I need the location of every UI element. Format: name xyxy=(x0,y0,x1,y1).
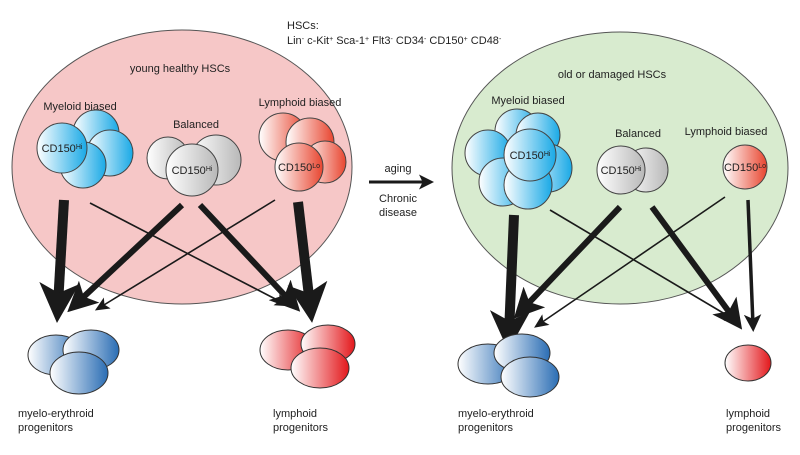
old-lymphoid-label: Lymphoid biased xyxy=(685,126,768,138)
header-title: HSCs: xyxy=(287,20,319,32)
marker-name: Sca-1 xyxy=(333,35,365,47)
old-myeloid-to-lymph-arrow xyxy=(549,209,740,323)
old-myelo-label-2: progenitors xyxy=(458,422,514,434)
old-myeloid-cluster xyxy=(464,108,573,210)
marker-name: CD150 xyxy=(426,35,463,47)
old-lymphoid-to-myelo-arrow xyxy=(534,196,726,328)
old-balanced-marker: CD150Hi xyxy=(601,165,642,177)
old-myeloid-to-myelo-arrow xyxy=(489,214,530,351)
old-differentiation-arrows xyxy=(489,196,762,351)
old-balanced-cluster xyxy=(596,145,669,195)
young-myelo-progenitors xyxy=(27,329,120,395)
marker-sign: - xyxy=(390,36,393,43)
aging-label: aging xyxy=(385,163,412,175)
old-lymphoid-to-lymph-arrow xyxy=(743,199,762,332)
marker-name: CD34 xyxy=(393,35,424,47)
young-myelo-label-1: myelo-erythroid xyxy=(18,408,94,420)
marker-name: Flt3 xyxy=(369,35,390,47)
old-lymphoid-marker: CD150Lo xyxy=(724,162,766,174)
young-myelo-label-2: progenitors xyxy=(18,422,74,434)
young-balanced-to-myelo-arrow xyxy=(67,202,185,313)
young-myeloid-label: Myeloid biased xyxy=(43,101,116,113)
cd150-text: CD150 xyxy=(510,150,544,162)
chronic-label: Chronic xyxy=(379,193,417,205)
cd150-level: Hi xyxy=(76,144,83,151)
cd150-level: Hi xyxy=(635,166,642,173)
cd150-text: CD150 xyxy=(601,165,635,177)
marker-sign: + xyxy=(329,36,333,43)
young-lymph-label-1: lymphoid xyxy=(273,408,317,420)
cd150-text: CD150 xyxy=(724,162,758,174)
cd150-level: Lo xyxy=(312,163,320,170)
marker-name: c-Kit xyxy=(304,35,329,47)
young-balanced-label: Balanced xyxy=(173,119,219,131)
disease-label: disease xyxy=(379,207,417,219)
young-balanced-marker: CD150Hi xyxy=(172,165,213,177)
cd150-text: CD150 xyxy=(278,162,312,174)
marker-sign: + xyxy=(365,36,369,43)
marker-name: Lin xyxy=(287,35,302,47)
young-myeloid-marker: CD150Hi xyxy=(42,143,83,155)
young-balanced-cluster xyxy=(146,134,242,197)
young-pool-title: young healthy HSCs xyxy=(130,63,231,75)
young-lymph-label-2: progenitors xyxy=(273,422,329,434)
old-myelo-label-1: myelo-erythroid xyxy=(458,408,534,420)
young-lymphoid-marker: CD150Lo xyxy=(278,162,320,174)
marker-sign: - xyxy=(302,36,305,43)
young-lymph-progenitors xyxy=(259,324,356,389)
cd150-level: Lo xyxy=(758,163,766,170)
young-balanced-to-lymph-arrow xyxy=(197,202,301,312)
young-lymphoid-label: Lymphoid biased xyxy=(259,97,342,109)
young-myeloid-to-myelo-arrow xyxy=(39,199,80,323)
marker-name: CD48 xyxy=(468,35,499,47)
old-lymphoid-cell xyxy=(722,144,768,190)
old-balanced-to-myelo-arrow xyxy=(513,204,623,319)
marker-list: Lin- c-Kit+ Sca-1+ Flt3- CD34- CD150+ CD… xyxy=(287,35,502,47)
young-lymphoid-to-myelo-arrow xyxy=(94,199,276,311)
marker-sign: - xyxy=(424,36,427,43)
old-myeloid-label: Myeloid biased xyxy=(491,95,564,107)
old-myelo-progenitors xyxy=(457,333,560,398)
marker-sign: + xyxy=(464,36,468,43)
young-lymphoid-to-lymph-arrow xyxy=(287,201,328,323)
old-lymph-label-1: lymphoid xyxy=(726,408,770,420)
cd150-text: CD150 xyxy=(42,143,76,155)
old-myeloid-marker: CD150Hi xyxy=(510,150,551,162)
young-differentiation-arrows xyxy=(39,199,328,323)
young-myeloid-cluster xyxy=(36,109,134,189)
cd150-level: Hi xyxy=(544,151,551,158)
marker-sign: - xyxy=(499,36,502,43)
old-pool-title: old or damaged HSCs xyxy=(558,69,667,81)
cd150-text: CD150 xyxy=(172,165,206,177)
old-lymph-label-2: progenitors xyxy=(726,422,782,434)
old-balanced-label: Balanced xyxy=(615,128,661,140)
old-lymph-progenitors xyxy=(724,344,772,382)
young-lymphoid-cluster xyxy=(258,112,347,192)
old-balanced-to-lymph-arrow xyxy=(649,205,743,330)
cd150-level: Hi xyxy=(206,166,213,173)
